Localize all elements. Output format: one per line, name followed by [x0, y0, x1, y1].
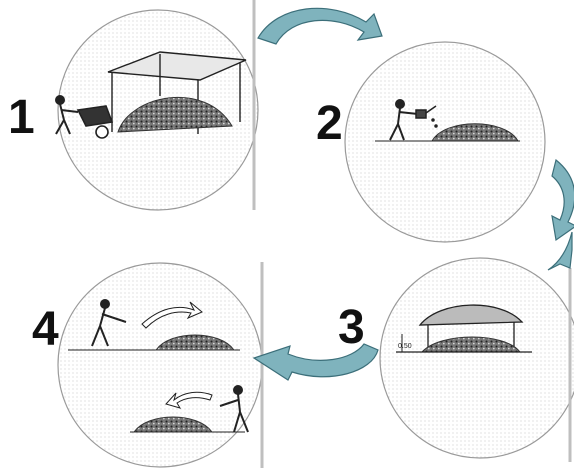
step-1-circle: [56, 0, 258, 210]
step-2-circle: [345, 42, 545, 242]
step-3-circle: 0.50: [380, 258, 574, 462]
height-annotation: 0.50: [398, 343, 412, 350]
arrow-1-to-2-icon: [258, 8, 382, 44]
step-number-1: 1: [8, 94, 35, 142]
step-number-2: 2: [316, 100, 343, 148]
step-4-circle: [58, 262, 262, 468]
step-number-3: 3: [338, 304, 365, 352]
arrow-2-to-3-icon: [552, 160, 574, 240]
step-number-4: 4: [32, 306, 59, 354]
